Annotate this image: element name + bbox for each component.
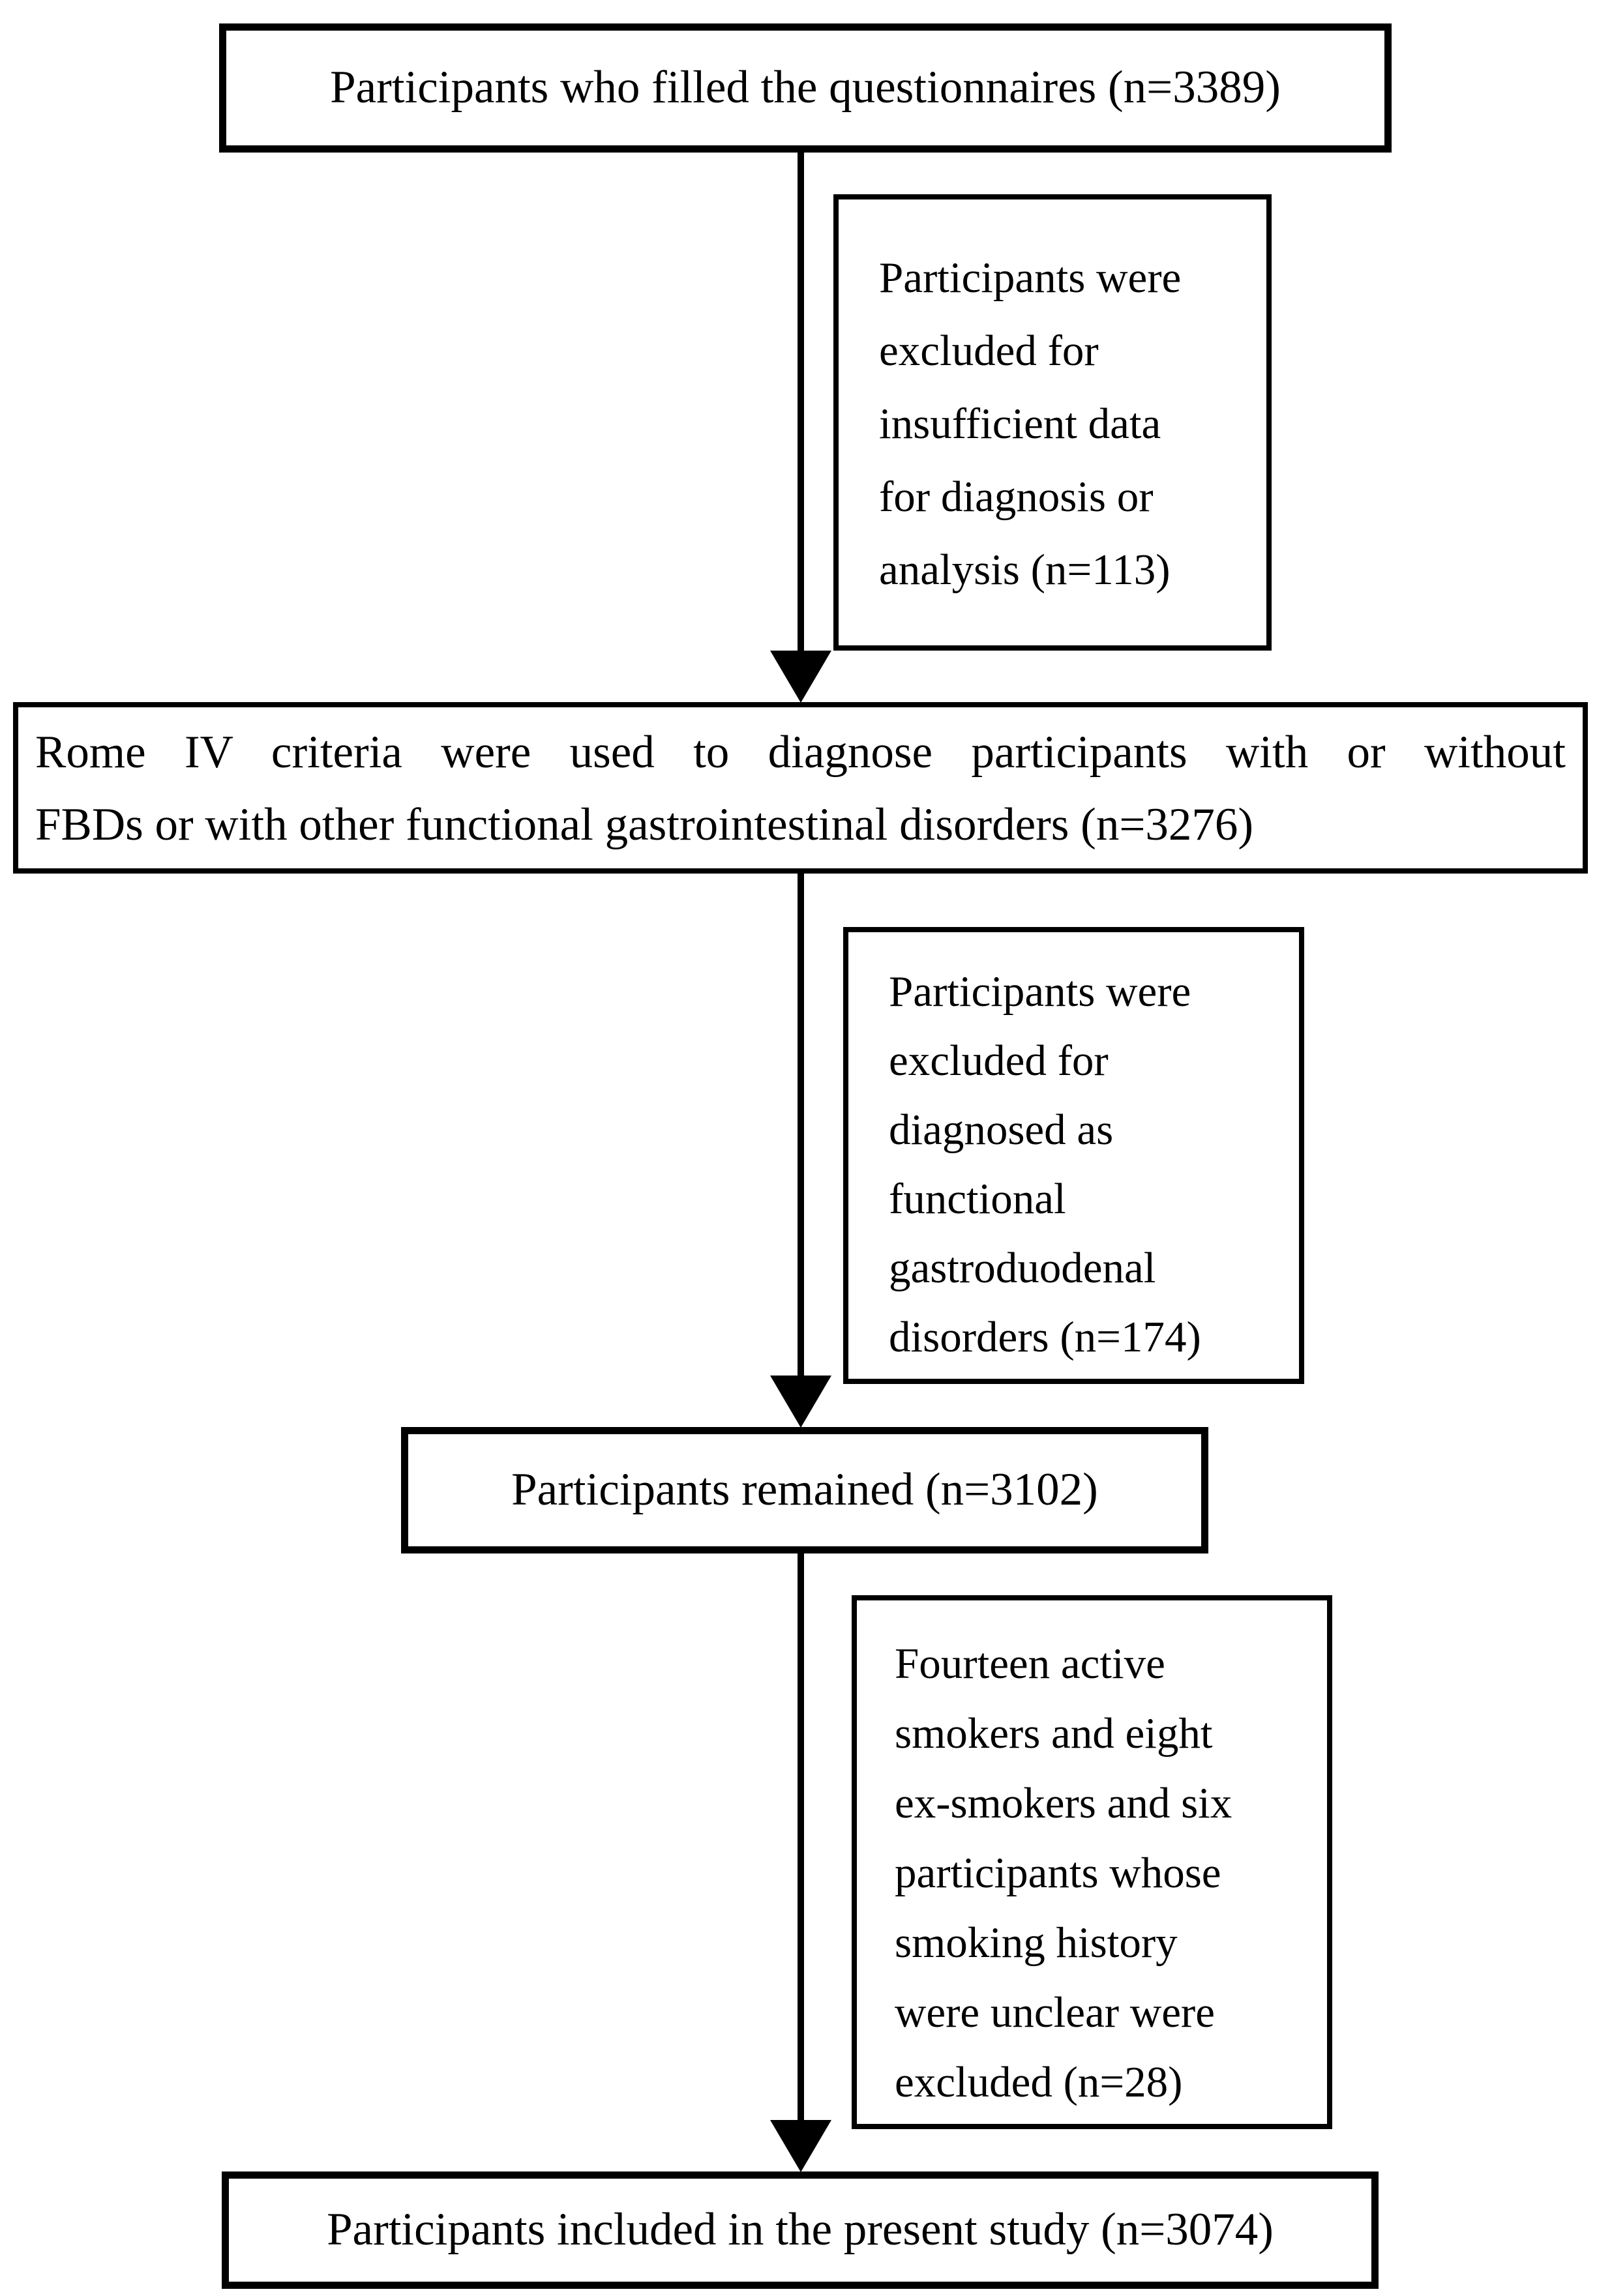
arrow-down-icon xyxy=(770,651,831,703)
rome-box-line: Rome IV criteria were used to diagnose p… xyxy=(35,727,1566,778)
exclusion-2-line: disorders (n=174) xyxy=(889,1313,1201,1361)
exclusion-2-line: Participants were xyxy=(889,967,1191,1016)
flow-line-2 xyxy=(798,874,804,1379)
exclusion-1-line: Participants were xyxy=(879,254,1182,302)
box-excluded-insufficient-data: Participants were excluded for insuffici… xyxy=(833,194,1272,651)
exclusion-1-line: excluded for xyxy=(879,327,1099,375)
box-participants-remained-label: Participants remained (n=3102) xyxy=(511,1464,1098,1516)
box-participants-questionnaires-label: Participants who filled the questionnair… xyxy=(330,62,1281,113)
box-participants-included: Participants included in the present stu… xyxy=(222,2171,1379,2289)
box-excluded-smokers: Fourteen active smokers and eight ex-smo… xyxy=(852,1595,1332,2129)
flow-line-1 xyxy=(798,150,804,655)
exclusion-3-line: Fourteen active xyxy=(895,1640,1165,1688)
exclusion-1-line: analysis (n=113) xyxy=(879,546,1171,594)
exclusion-2-line: gastroduodenal xyxy=(889,1244,1156,1292)
box-rome-iv-criteria: Rome IV criteria were used to diagnose p… xyxy=(13,702,1588,874)
exclusion-3-line: participants whose xyxy=(895,1849,1221,1897)
exclusion-3-line: ex-smokers and six xyxy=(895,1779,1232,1827)
arrow-down-icon xyxy=(770,2120,831,2172)
box-participants-remained: Participants remained (n=3102) xyxy=(401,1427,1208,1553)
exclusion-3-line: smokers and eight xyxy=(895,1709,1213,1758)
box-excluded-gastroduodenal: Participants were excluded for diagnosed… xyxy=(843,927,1304,1384)
box-participants-included-label: Participants included in the present stu… xyxy=(327,2204,1274,2256)
exclusion-3-line: smoking history xyxy=(895,1919,1178,1967)
exclusion-1-line: for diagnosis or xyxy=(879,473,1154,521)
arrow-down-icon xyxy=(770,1376,831,1428)
exclusion-3-line: were unclear were xyxy=(895,1988,1215,2037)
rome-box-line: FBDs or with other functional gastrointe… xyxy=(35,799,1254,850)
exclusion-2-line: excluded for xyxy=(889,1037,1109,1085)
box-participants-questionnaires: Participants who filled the questionnair… xyxy=(219,23,1392,153)
flow-line-3 xyxy=(798,1553,804,2124)
exclusion-2-line: diagnosed as xyxy=(889,1106,1114,1154)
exclusion-1-line: insufficient data xyxy=(879,400,1161,448)
exclusion-2-line: functional xyxy=(889,1175,1066,1223)
exclusion-3-line: excluded (n=28) xyxy=(895,2058,1183,2106)
